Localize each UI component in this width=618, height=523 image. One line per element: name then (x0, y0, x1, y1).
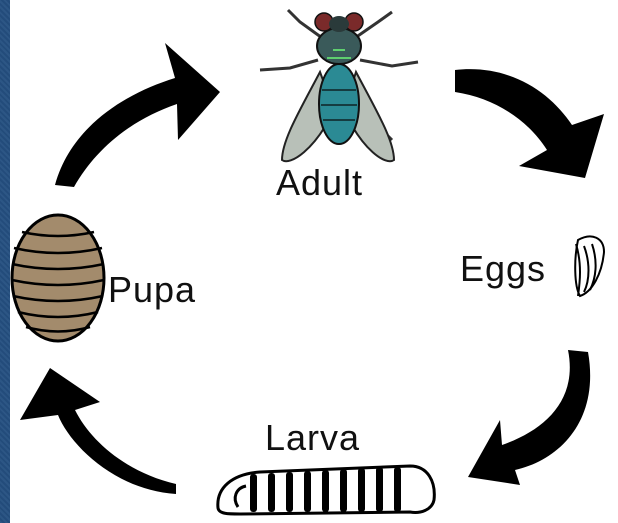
fly-icon (260, 10, 418, 161)
arrow-larva-to-pupa (20, 368, 176, 494)
eggs-icon (575, 236, 604, 296)
larva-icon (218, 466, 434, 514)
arrow-pupa-to-adult (55, 43, 220, 187)
arrow-adult-to-eggs (455, 69, 604, 178)
stage-label-eggs: Eggs (460, 251, 546, 287)
pupa-icon (12, 215, 104, 341)
stage-label-adult: Adult (276, 165, 363, 201)
stage-label-larva: Larva (265, 420, 360, 456)
arrow-eggs-to-larva (468, 350, 590, 485)
stage-label-pupa: Pupa (108, 272, 196, 308)
